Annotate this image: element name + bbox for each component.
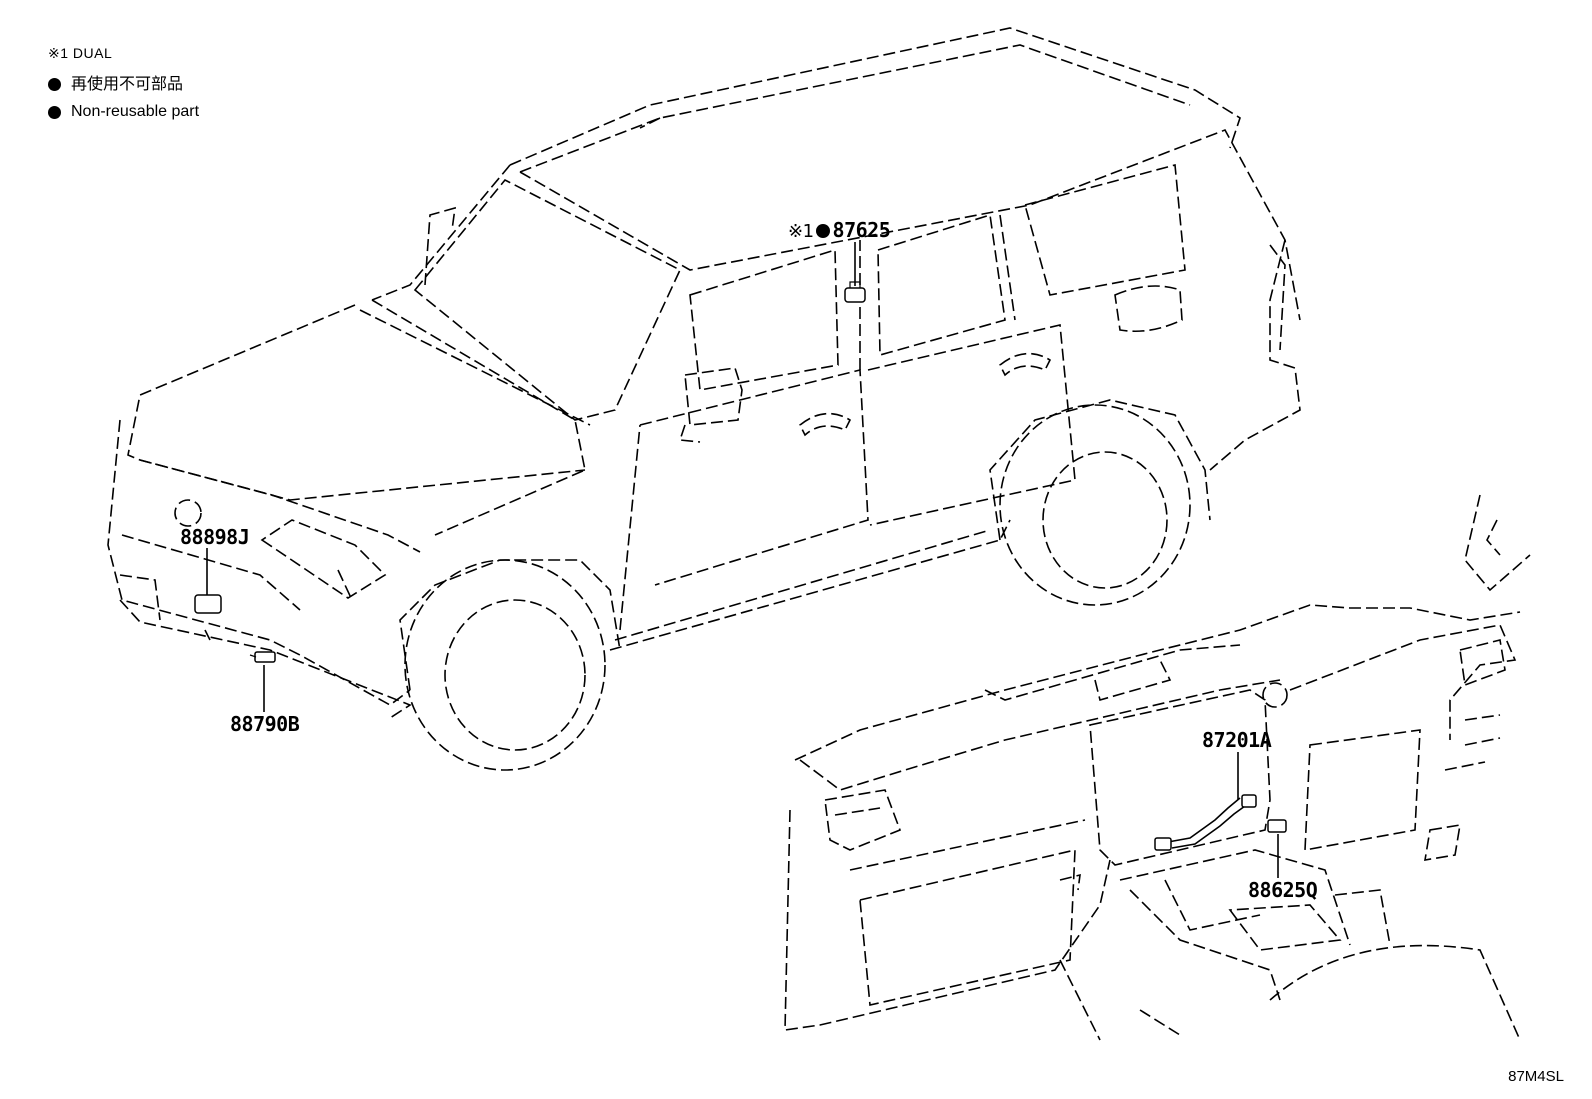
part-number: 88898J: [180, 525, 250, 549]
legend: ※1 DUAL 再使用不可部品 Non-reusable part: [48, 36, 199, 126]
dual-note: ※1 DUAL: [48, 45, 113, 61]
legend-row-jp: 再使用不可部品: [48, 70, 199, 98]
part-number: 87201A: [1202, 728, 1272, 752]
part-number: 87625: [832, 218, 891, 242]
part-label-88898J[interactable]: 88898J: [180, 525, 250, 549]
nonreusable-dot-icon: [815, 224, 830, 238]
nonreusable-dot-icon: [48, 77, 61, 91]
figure-code: 87M4SL: [1508, 1068, 1564, 1085]
nonreusable-label-jp: 再使用不可部品: [71, 74, 184, 93]
part-number: 88625Q: [1248, 878, 1318, 902]
vehicle-outline: [107, 27, 1301, 771]
part-number: 88790B: [230, 712, 300, 736]
part-label-87201A[interactable]: 87201A: [1202, 728, 1272, 752]
leader-lines: [206, 242, 1279, 878]
dual-marker: ※1: [788, 221, 814, 242]
nonreusable-dot-icon: [48, 105, 61, 119]
part-label-88625Q[interactable]: 88625Q: [1248, 878, 1318, 902]
part-label-88790B[interactable]: 88790B: [230, 712, 300, 736]
nonreusable-label-en: Non-reusable part: [71, 103, 200, 120]
part-label-87625[interactable]: ※1 87625: [788, 218, 891, 242]
legend-row-en: Non-reusable part: [48, 98, 199, 126]
front-parts: [194, 594, 276, 663]
dashboard-outline: [784, 494, 1531, 1041]
